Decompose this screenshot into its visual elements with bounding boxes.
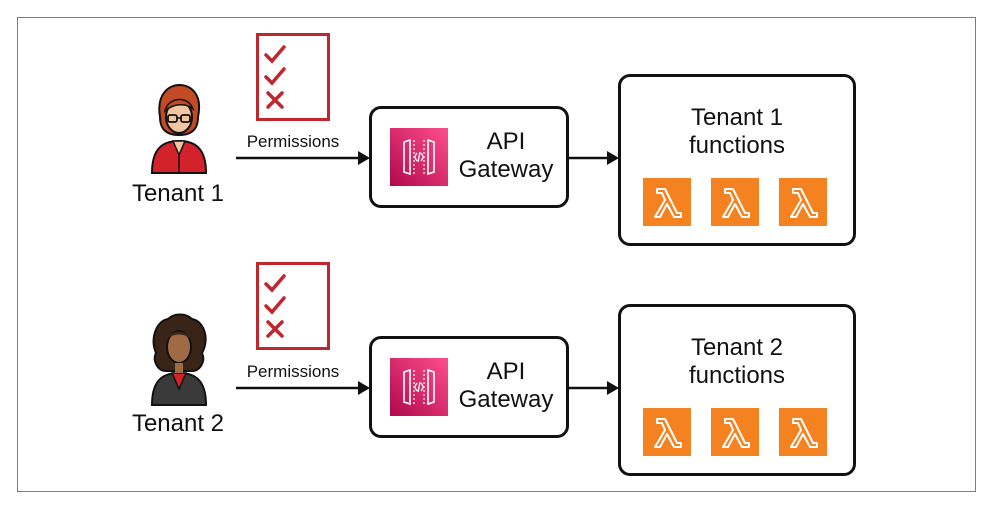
lambda-function-icon (711, 178, 759, 226)
api-gateway-label: API Gateway (456, 128, 556, 184)
permissions-label: Permissions (246, 362, 340, 381)
tenant-label: Tenant 1 (131, 180, 225, 207)
api-gateway-label: API Gateway (456, 358, 556, 414)
lambda-function-icon (779, 178, 827, 226)
tenant-label: Tenant 2 (131, 410, 225, 437)
api-gateway-line1: API (486, 358, 526, 385)
lambda-function-icon (711, 408, 759, 456)
checklist-icon (256, 33, 330, 121)
arrow-to-functions (569, 381, 619, 395)
lambda-function-icon (643, 408, 691, 456)
functions-line2: functions (688, 362, 786, 389)
woman-user-icon (150, 313, 208, 406)
api-gateway-line1: API (486, 128, 526, 155)
functions-line2: functions (688, 132, 786, 159)
lambda-function-icon (643, 178, 691, 226)
tenant-functions-label: Tenant 2 functions (618, 334, 856, 390)
arrow-to-gateway (236, 151, 370, 165)
functions-line1: Tenant 1 (690, 104, 784, 131)
arrow-to-gateway (236, 381, 370, 395)
permissions-label: Permissions (246, 132, 340, 151)
api-gateway-icon (390, 358, 448, 416)
functions-line1: Tenant 2 (690, 334, 784, 361)
api-gateway-icon (390, 128, 448, 186)
woman-user-icon (150, 83, 208, 174)
lambda-function-icon (779, 408, 827, 456)
arrow-to-functions (569, 151, 619, 165)
tenant-functions-label: Tenant 1 functions (618, 104, 856, 160)
checklist-icon (256, 262, 330, 350)
api-gateway-line2: Gateway (458, 156, 554, 183)
api-gateway-line2: Gateway (458, 386, 554, 413)
diagram-frame (17, 17, 976, 492)
